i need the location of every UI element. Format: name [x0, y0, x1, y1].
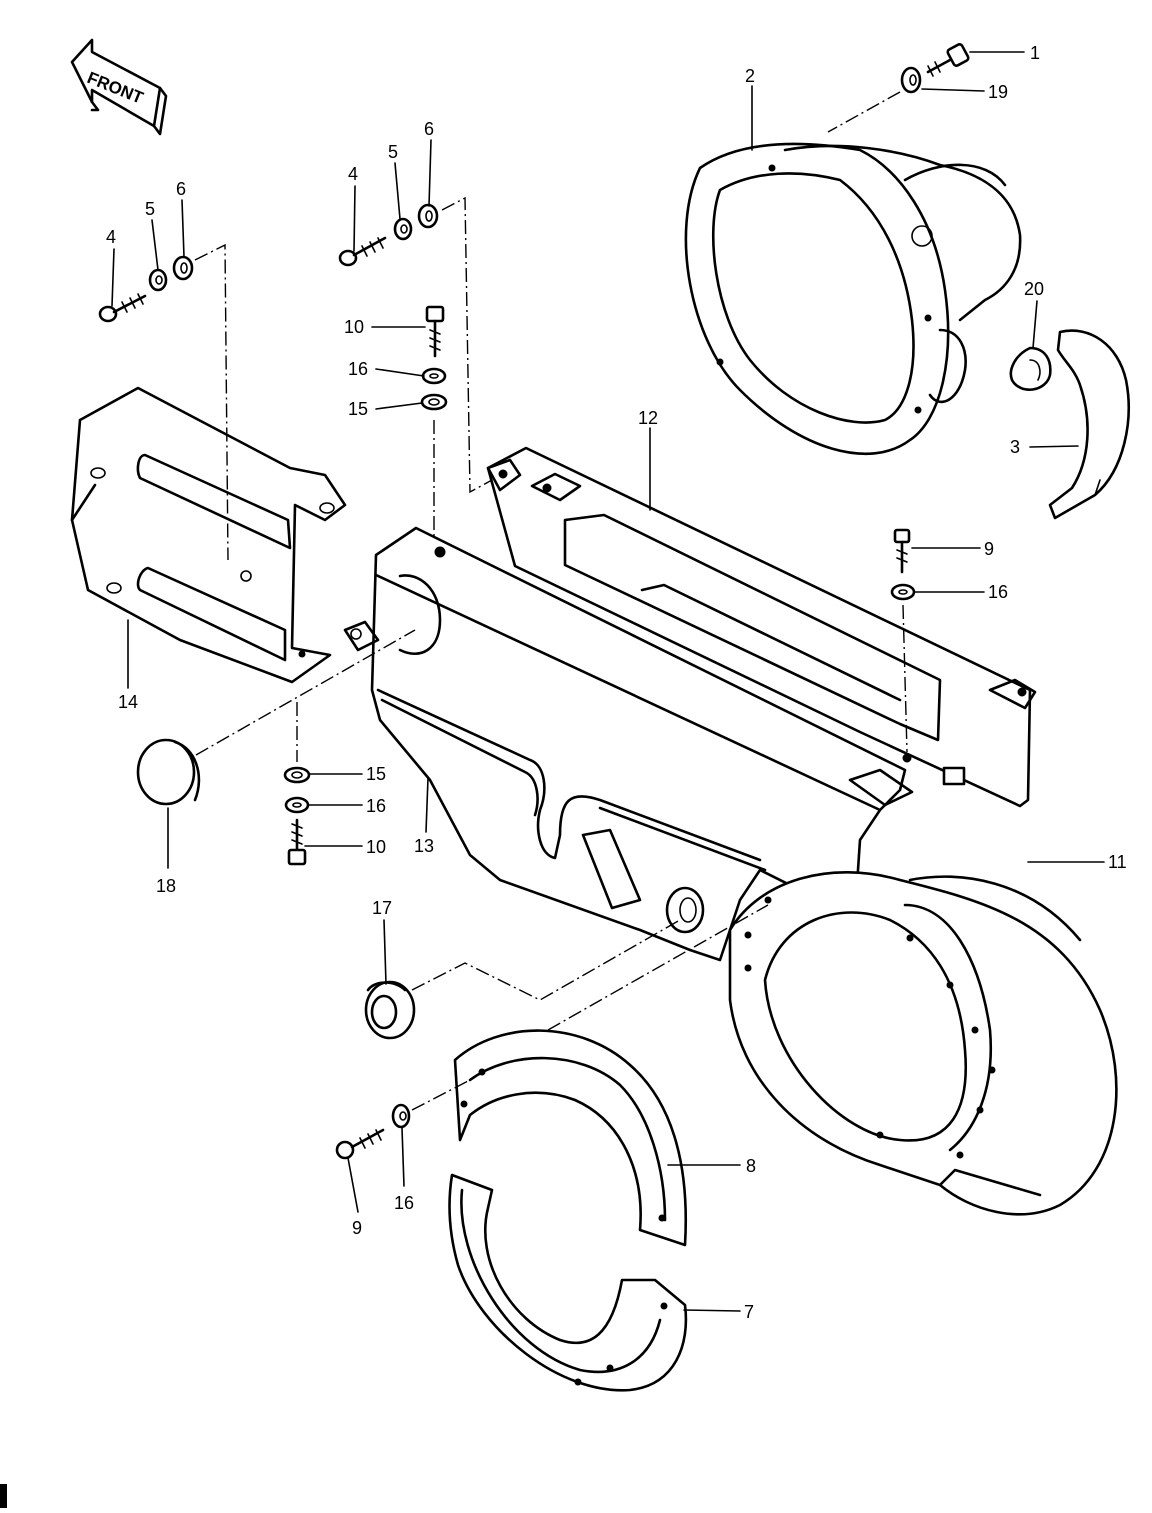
- washer-part-15-lower: [283, 766, 311, 784]
- callout-3: 3: [1010, 437, 1020, 457]
- callout-9-lower: 9: [352, 1218, 362, 1238]
- bolt-part-10-lower: [287, 818, 307, 866]
- callout-12: 12: [638, 408, 658, 428]
- side-cover-part-14: [70, 386, 347, 684]
- cover-cone-part-2: [684, 142, 1022, 456]
- case-part-13: [343, 526, 914, 962]
- callout-16-right: 16: [988, 582, 1008, 602]
- callout-11: 11: [1108, 852, 1127, 872]
- screw-part-4-mid: [338, 236, 387, 267]
- callout-2: 2: [745, 66, 755, 86]
- washer-part-6-left: [172, 255, 194, 281]
- callout-6-mid: 6: [424, 119, 434, 139]
- callout-17: 17: [372, 898, 392, 918]
- callout-13: 13: [414, 836, 434, 856]
- callout-16-upper: 16: [348, 359, 368, 379]
- callout-4-mid: 4: [348, 164, 358, 184]
- washer-part-6-mid: [417, 203, 439, 229]
- lock-washer-part-5-mid: [393, 217, 413, 241]
- drum-cover-part-11: [728, 766, 1118, 1216]
- bracket-part-3: [1048, 329, 1130, 520]
- clip-part-20: [1009, 346, 1052, 391]
- leader-lines: [111, 51, 1105, 1312]
- lock-washer-part-16-lower: [284, 796, 310, 814]
- plate-part-7: [448, 1173, 688, 1392]
- corner-mark: [0, 1484, 7, 1508]
- callout-18: 18: [156, 876, 176, 896]
- callout-15-lower: 15: [366, 764, 386, 784]
- lock-washer-part-16-upper: [421, 367, 447, 385]
- callout-5-mid: 5: [388, 142, 398, 162]
- callout-4-left: 4: [106, 227, 116, 247]
- screw-part-4-left: [98, 293, 147, 323]
- callout-labels: 1 19 2 20 3 4 5 6 4 5 6 10 16 15 12 9 16…: [106, 43, 1127, 1322]
- washer-part-19: [900, 66, 922, 94]
- bolt-part-9-lower: [335, 1128, 385, 1160]
- callout-10-lower: 10: [366, 837, 386, 857]
- callout-15-upper: 15: [348, 399, 368, 419]
- callout-20: 20: [1024, 279, 1044, 299]
- callout-9-right: 9: [984, 539, 994, 559]
- lock-washer-part-16-bottom: [391, 1103, 411, 1129]
- plate-part-8: [453, 1029, 687, 1247]
- lock-washer-part-5-left: [148, 268, 168, 292]
- callout-16-bottom: 16: [394, 1193, 414, 1213]
- bolt-part-1: [926, 43, 970, 77]
- washer-part-15-upper: [420, 393, 448, 411]
- panel-part-12: [486, 446, 1037, 808]
- bolt-part-9-right: [893, 528, 911, 574]
- callout-8: 8: [746, 1156, 756, 1176]
- callout-1: 1: [1030, 43, 1040, 63]
- callout-14: 14: [118, 692, 138, 712]
- callout-5-left: 5: [145, 199, 155, 219]
- grommet-part-17: [364, 980, 416, 1040]
- callout-6-left: 6: [176, 179, 186, 199]
- callout-7: 7: [744, 1302, 754, 1322]
- front-arrow-icon: FRONT: [70, 38, 168, 136]
- callout-16-lower: 16: [366, 796, 386, 816]
- callout-19: 19: [988, 82, 1008, 102]
- bolt-part-10-upper: [425, 305, 445, 358]
- plug-part-18: [136, 738, 201, 806]
- callout-10-upper: 10: [344, 317, 364, 337]
- lock-washer-part-16-right: [890, 583, 916, 601]
